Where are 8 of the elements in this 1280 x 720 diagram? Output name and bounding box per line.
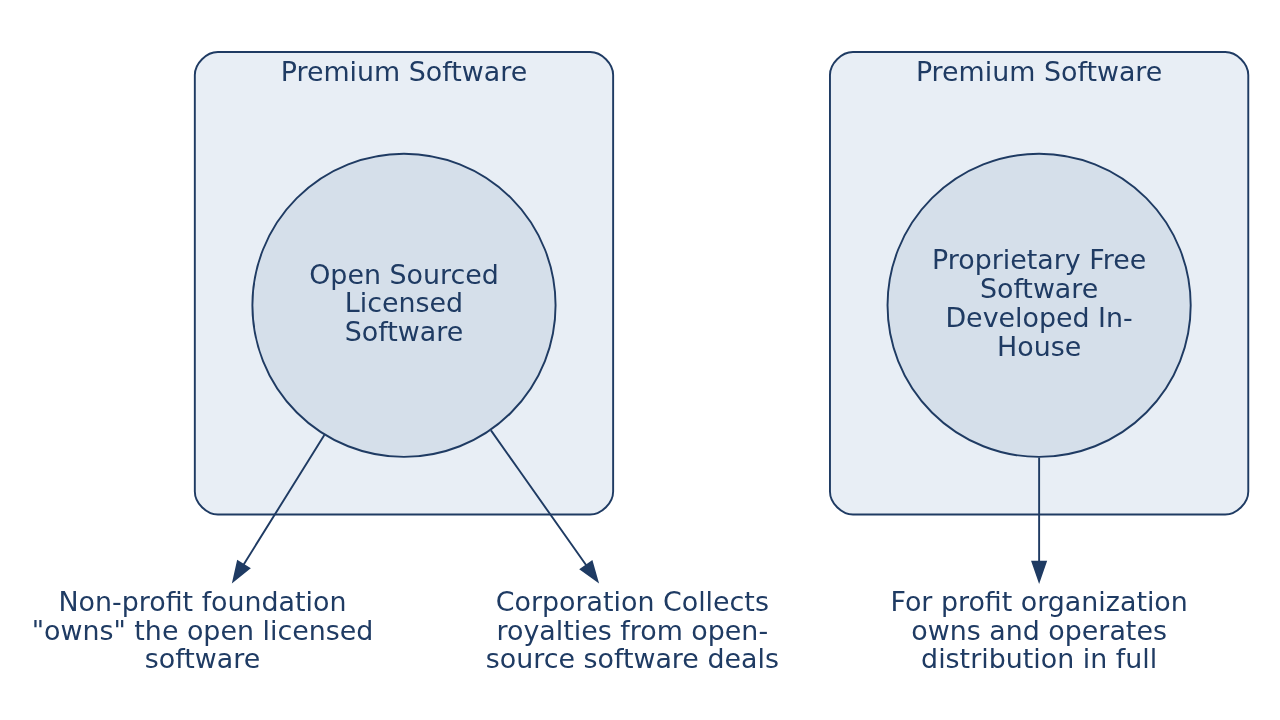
arrow xyxy=(490,429,600,584)
node-circle: Proprietary Free Software Developed In-House xyxy=(886,152,1192,458)
arrow xyxy=(1031,456,1048,584)
node-text: For profit organization owns and operates distribution in full xyxy=(890,585,1188,675)
node-circle: Open Sourced Licensed Software xyxy=(251,152,557,458)
node-text: Corporation Collects royalties from open-source software deals xyxy=(485,585,779,675)
arrow xyxy=(231,434,326,584)
node-text: Non-profit foundation "owns" the open licensed software xyxy=(31,585,374,675)
